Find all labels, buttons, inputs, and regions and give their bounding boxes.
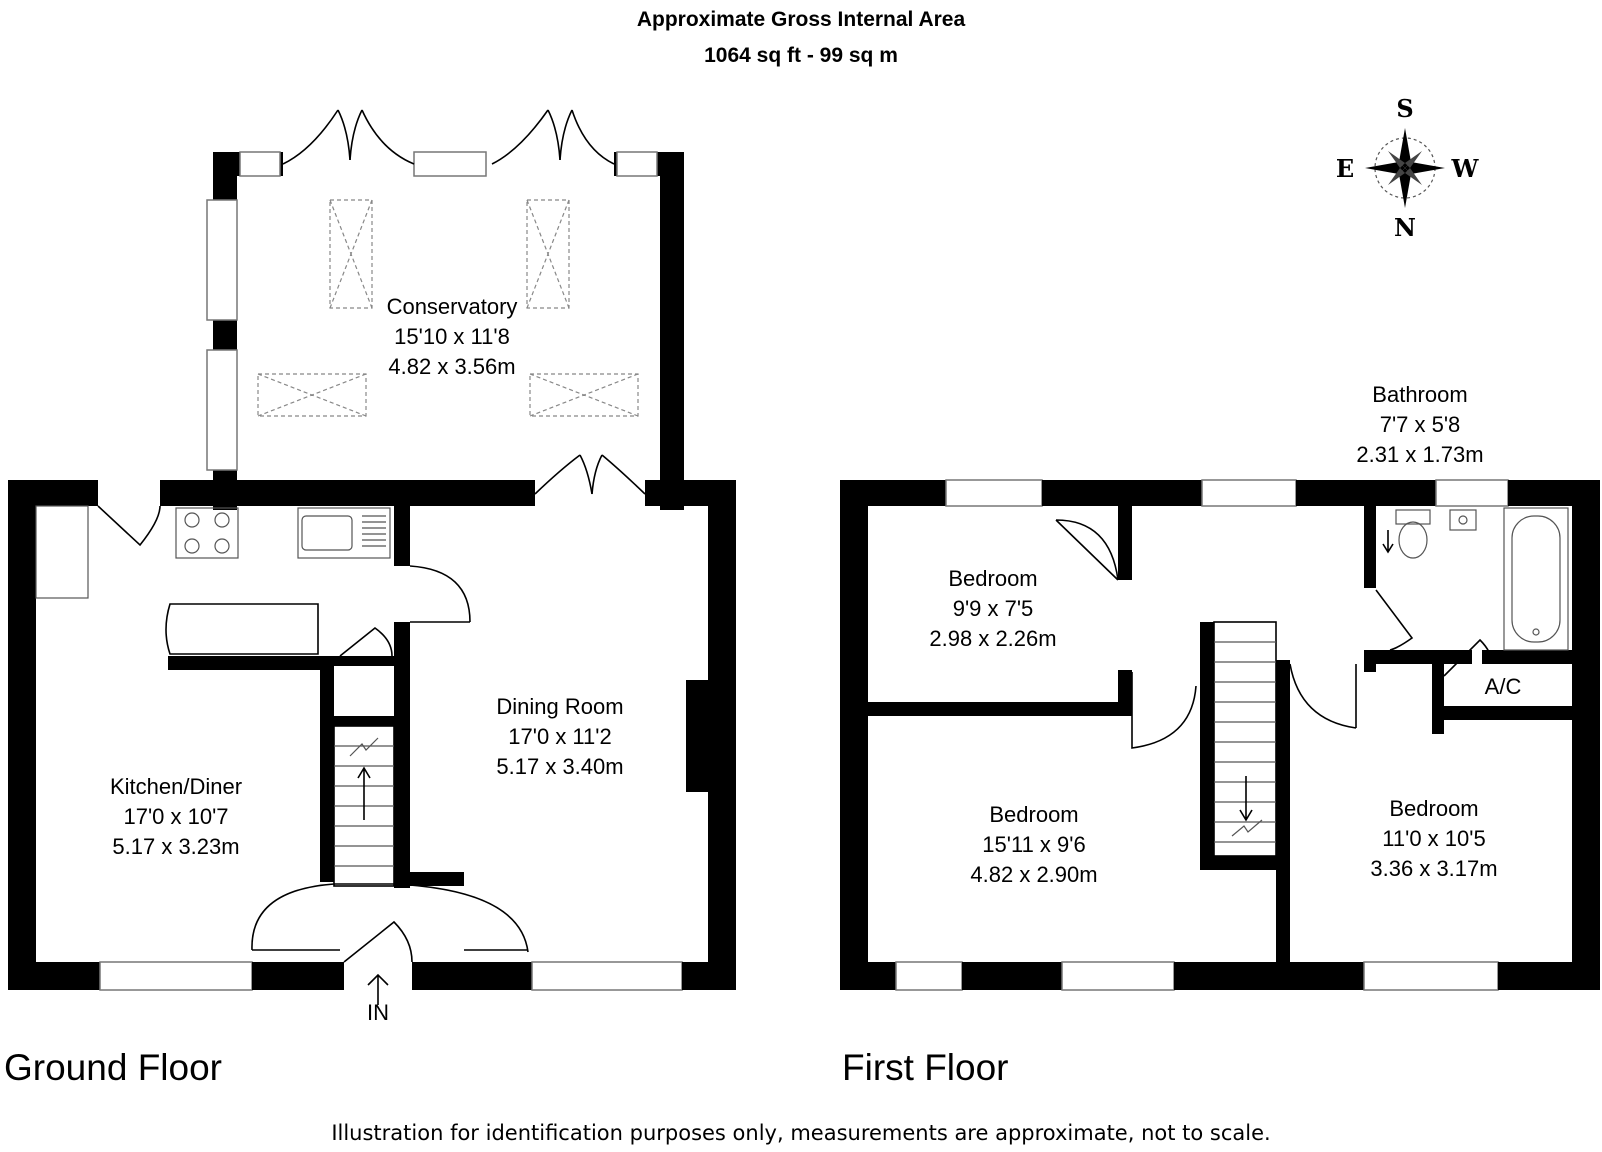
bathroom-name: Bathroom xyxy=(1372,382,1467,407)
compass-west-label: W xyxy=(1451,154,1480,183)
skylight-icon xyxy=(257,199,639,417)
first-floor-plan xyxy=(840,479,1600,991)
entrance-label: IN xyxy=(367,1000,389,1025)
bedroom1-metric: 2.98 x 2.26m xyxy=(929,626,1056,651)
sink-icon xyxy=(1449,509,1477,531)
conservatory-imperial: 15'10 x 11'8 xyxy=(394,324,510,349)
bedroom1-imperial: 9'9 x 7'5 xyxy=(953,596,1034,621)
ac-cupboard-label: A/C xyxy=(1485,674,1522,699)
staircase-icon xyxy=(333,725,395,887)
bedroom3-imperial: 11'0 x 10'5 xyxy=(1382,826,1485,851)
kitchen-metric: 5.17 x 3.23m xyxy=(112,834,239,859)
compass-north-label: N xyxy=(1394,213,1416,242)
ground-floor-plan xyxy=(8,109,736,1005)
dining-name: Dining Room xyxy=(496,694,623,719)
bedroom3-metric: 3.36 x 3.17m xyxy=(1370,856,1497,881)
bedroom3-name: Bedroom xyxy=(1389,796,1478,821)
dining-imperial: 17'0 x 11'2 xyxy=(508,724,611,749)
bathroom-imperial: 7'7 x 5'8 xyxy=(1380,412,1461,437)
first-floor-title: First Floor xyxy=(842,1047,1009,1088)
bedroom2-imperial: 15'11 x 9'6 xyxy=(982,832,1085,857)
ground-floor-title: Ground Floor xyxy=(4,1047,222,1088)
bathroom-metric: 2.31 x 1.73m xyxy=(1356,442,1483,467)
bathtub-icon xyxy=(1503,507,1569,651)
dining-metric: 5.17 x 3.40m xyxy=(496,754,623,779)
toilet-icon xyxy=(1395,509,1431,559)
conservatory-name: Conservatory xyxy=(387,294,518,319)
kitchen-name: Kitchen/Diner xyxy=(110,774,242,799)
staircase-icon xyxy=(1213,621,1277,857)
kitchen-imperial: 17'0 x 10'7 xyxy=(123,804,228,829)
gross-area-value: 1064 sq ft - 99 sq m xyxy=(704,44,898,67)
compass-south-label: S xyxy=(1396,94,1413,123)
conservatory-metric: 4.82 x 3.56m xyxy=(388,354,515,379)
disclaimer-text: Illustration for identification purposes… xyxy=(331,1121,1270,1145)
compass-east-label: E xyxy=(1336,154,1354,183)
entrance-arrow-icon xyxy=(367,973,389,1005)
gross-area-title: Approximate Gross Internal Area xyxy=(637,8,966,31)
bedroom2-name: Bedroom xyxy=(989,802,1078,827)
bedroom1-name: Bedroom xyxy=(948,566,1037,591)
bedroom2-metric: 4.82 x 2.90m xyxy=(970,862,1097,887)
compass-icon xyxy=(1365,128,1445,208)
